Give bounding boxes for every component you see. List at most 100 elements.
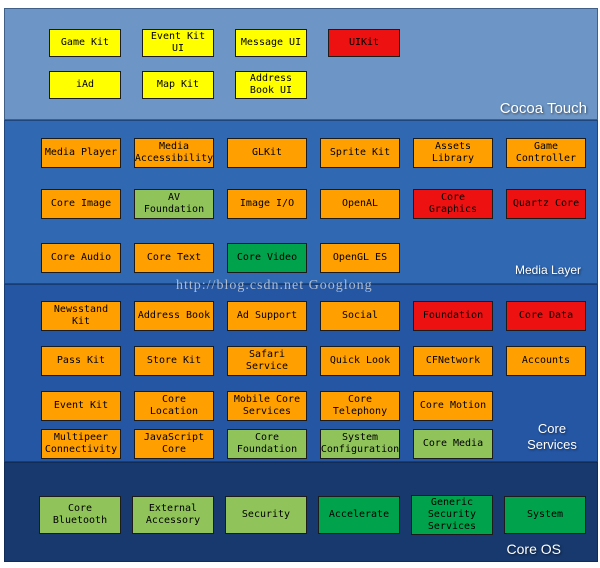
layer-label-core-os: Core OS [506, 541, 561, 557]
core-services-rows: Newsstand Kit Address Book Ad Support Socia… [5, 285, 597, 461]
framework-box-label: Social [341, 310, 379, 321]
framework-box-core-image: Core Image [41, 189, 121, 219]
framework-box-label: OpenGL ES [332, 252, 388, 263]
framework-box-assets-library: Assets Library [413, 138, 493, 168]
framework-box-external-accessory: External Accessory [132, 496, 214, 534]
media-row-1: Core Image AV Foundation Image I/O OpenAL Co… [41, 189, 586, 219]
framework-box-label: Core Audio [50, 252, 112, 263]
framework-box-message-ui: Message UI [235, 29, 307, 57]
framework-box-label: Event Kit UI [150, 31, 206, 54]
framework-box-media-player: Media Player [41, 138, 121, 168]
media-rows: Media Player Media Accessibility GLKit Spri… [5, 121, 597, 283]
layer-media: Media Player Media Accessibility GLKit Spri… [4, 120, 598, 284]
framework-box-label: External Accessory [145, 503, 201, 526]
ios-architecture-diagram: Game Kit Event Kit UI Message UI UIKit iAd Ma… [4, 8, 598, 562]
framework-box-store-kit: Store Kit [134, 346, 214, 376]
framework-box-label: Sprite Kit [329, 147, 391, 158]
framework-box-foundation: Foundation [413, 301, 493, 331]
framework-box-label: Core Telephony [332, 394, 388, 417]
framework-box-label: GLKit [251, 147, 283, 158]
framework-box-label: Core Image [50, 198, 112, 209]
layer-core-services: Newsstand Kit Address Book Ad Support Socia… [4, 284, 598, 462]
framework-box-label: Quartz Core [512, 198, 580, 209]
framework-box-label: JavaScript Core [143, 432, 205, 455]
framework-box-media-accessibility: Media Accessibility [134, 138, 214, 168]
framework-box-label: Image I/O [239, 198, 295, 209]
framework-box-label: Message UI [240, 37, 302, 48]
framework-box-address-book-ui: Address Book UI [235, 71, 307, 99]
framework-box-label: Core Text [146, 252, 202, 263]
framework-box-core-motion: Core Motion [413, 391, 493, 421]
framework-box-av-foundation: AV Foundation [134, 189, 214, 219]
framework-box-iad: iAd [49, 71, 121, 99]
framework-box-core-telephony: Core Telephony [320, 391, 400, 421]
framework-box-core-location: Core Location [134, 391, 214, 421]
framework-box-social: Social [320, 301, 400, 331]
framework-box-label: Event Kit [53, 400, 109, 411]
framework-box-core-media: Core Media [413, 429, 493, 459]
layer-cocoa-touch: Game Kit Event Kit UI Message UI UIKit iAd Ma… [4, 8, 598, 120]
framework-box-accelerate: Accelerate [318, 496, 400, 534]
framework-box-ad-support: Ad Support [227, 301, 307, 331]
framework-box-newsstand-kit: Newsstand Kit [41, 301, 121, 331]
framework-box-label: Foundation [422, 310, 484, 321]
core-os-row-0: Core Bluetooth External Accessory Security… [39, 495, 586, 535]
framework-box-map-kit: Map Kit [142, 71, 214, 99]
core-services-row-3: Multipeer Connectivity JavaScript Core Cor… [41, 429, 493, 459]
framework-box-sprite-kit: Sprite Kit [320, 138, 400, 168]
core-services-row-1: Pass Kit Store Kit Safari Service Quick Loo… [41, 346, 586, 376]
framework-box-glkit: GLKit [227, 138, 307, 168]
framework-box-system: System [504, 496, 586, 534]
framework-box-core-audio: Core Audio [41, 243, 121, 273]
framework-box-address-book: Address Book [134, 301, 214, 331]
framework-box-pass-kit: Pass Kit [41, 346, 121, 376]
framework-box-label: Quick Look [329, 355, 391, 366]
framework-box-javascript-core: JavaScript Core [134, 429, 214, 459]
framework-box-label: Newsstand Kit [53, 304, 109, 327]
framework-box-mobile-core-services: Mobile Core Services [227, 391, 307, 421]
framework-box-opengl-es: OpenGL ES [320, 243, 400, 273]
framework-box-label: UIKit [348, 37, 380, 48]
framework-box-accounts: Accounts [506, 346, 586, 376]
layer-core-os: Core Bluetooth External Accessory Security… [4, 462, 598, 562]
framework-box-generic-security-services: Generic Security Services [411, 495, 493, 535]
framework-box-event-kit: Event Kit [41, 391, 121, 421]
framework-box-cfnetwork: CFNetwork [413, 346, 493, 376]
framework-box-label: Core Foundation [236, 432, 298, 455]
framework-box-game-kit: Game Kit [49, 29, 121, 57]
framework-box-label: iAd [75, 79, 95, 90]
framework-box-quick-look: Quick Look [320, 346, 400, 376]
framework-box-core-graphics: Core Graphics [413, 189, 493, 219]
framework-box-game-controller: Game Controller [506, 138, 586, 168]
framework-box-label: OpenAL [341, 198, 379, 209]
framework-box-label: Address Book UI [249, 73, 293, 96]
framework-box-label: Accelerate [328, 509, 390, 520]
framework-box-security: Security [225, 496, 307, 534]
framework-box-label: Pass Kit [56, 355, 106, 366]
framework-box-system-configuration: System Configuration [320, 429, 400, 459]
framework-box-label: Media Accessibility [134, 141, 214, 164]
core-os-rows: Core Bluetooth External Accessory Security… [5, 463, 597, 561]
framework-box-multipeer-connectivity: Multipeer Connectivity [41, 429, 121, 459]
core-services-row-0: Newsstand Kit Address Book Ad Support Socia… [41, 301, 586, 331]
framework-box-label: Safari Service [245, 349, 289, 372]
framework-box-label: Accounts [521, 355, 571, 366]
framework-box-core-data: Core Data [506, 301, 586, 331]
framework-box-label: Generic Security Services [427, 497, 477, 532]
framework-box-core-foundation: Core Foundation [227, 429, 307, 459]
framework-box-label: Address Book [137, 310, 211, 321]
framework-box-core-bluetooth: Core Bluetooth [39, 496, 121, 534]
framework-box-label: Core Graphics [428, 192, 478, 215]
cocoa-touch-rows: Game Kit Event Kit UI Message UI UIKit iAd Ma… [5, 9, 597, 119]
cocoa-touch-row-1: iAd Map Kit Address Book UI [49, 71, 307, 99]
framework-box-image-i-o: Image I/O [227, 189, 307, 219]
framework-box-label: AV Foundation [143, 192, 205, 215]
framework-box-openal: OpenAL [320, 189, 400, 219]
framework-box-label: Mobile Core Services [233, 394, 301, 417]
cocoa-touch-row-0: Game Kit Event Kit UI Message UI UIKit [49, 29, 400, 57]
framework-box-quartz-core: Quartz Core [506, 189, 586, 219]
framework-box-label: Core Data [518, 310, 574, 321]
framework-box-label: Game Kit [60, 37, 110, 48]
framework-box-label: CFNetwork [425, 355, 481, 366]
